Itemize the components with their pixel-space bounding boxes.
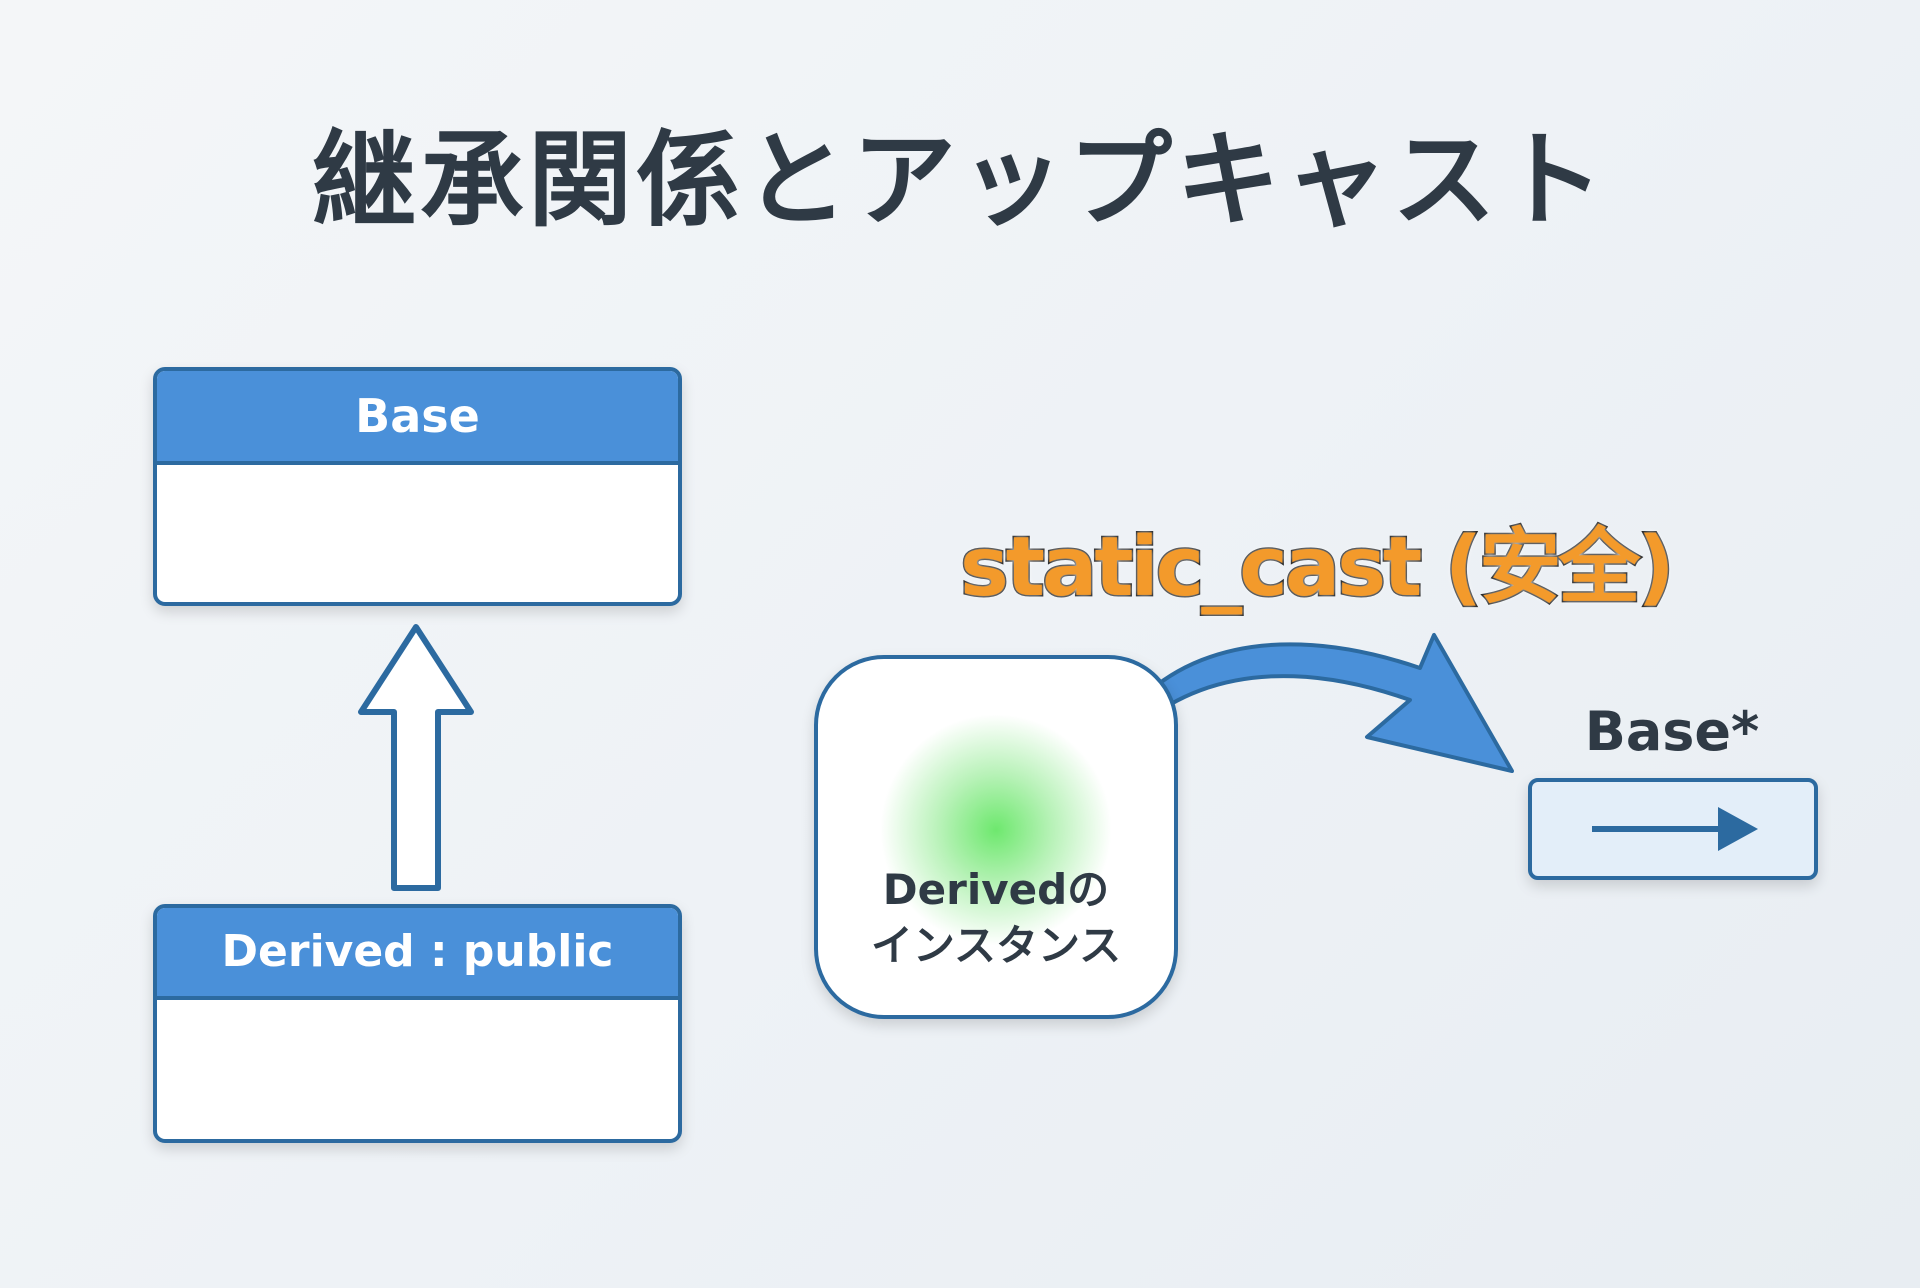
instance-label-line2: インスタンス — [870, 921, 1122, 970]
base-pointer-label: Base* — [1584, 700, 1760, 763]
derived-instance-label: Derivedの インスタンス — [814, 862, 1178, 974]
base-class-name: Base — [157, 371, 678, 465]
pointer-arrow-icon — [1592, 807, 1758, 851]
base-class-box: Base — [153, 367, 682, 606]
derived-class-box: Derived : public Base — [153, 904, 682, 1143]
inheritance-arrow-icon — [358, 624, 474, 891]
base-pointer-box — [1528, 778, 1818, 880]
instance-label-line1: Derivedの — [882, 865, 1110, 914]
diagram-title: 継承関係とアップキャスト — [311, 119, 1608, 241]
derived-class-name: Derived : public Base — [157, 908, 678, 1065]
static-cast-label: static_cast (安全) — [959, 519, 1677, 617]
derived-instance — [814, 655, 1178, 1019]
